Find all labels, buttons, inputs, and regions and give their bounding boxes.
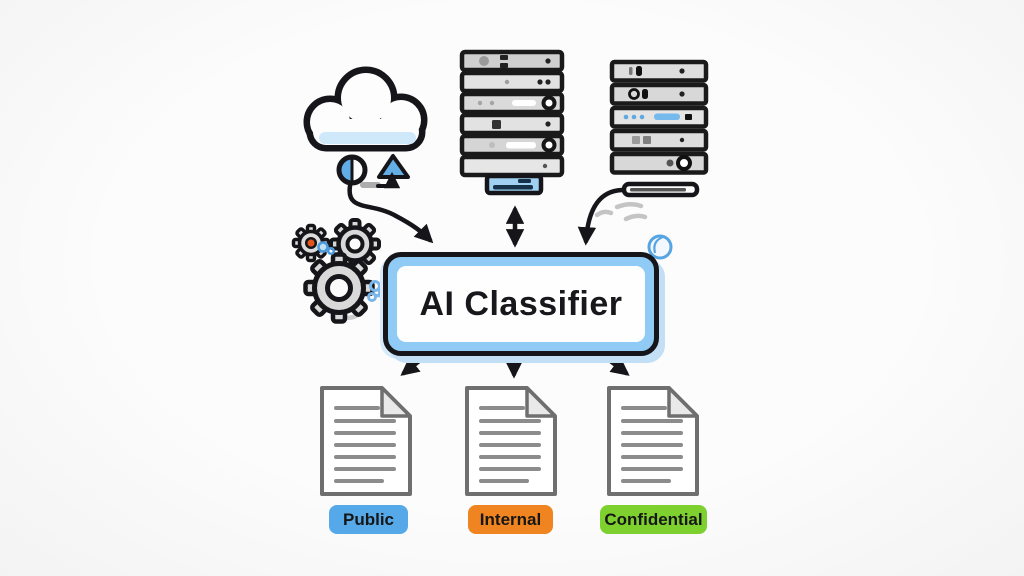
upload-arrow-icon: [376, 154, 410, 189]
document-internal-icon: [465, 386, 557, 496]
public-badge: Public: [329, 505, 408, 534]
ai-classifier-box: AI Classifier: [383, 252, 659, 356]
document-confidential-icon: [607, 386, 699, 496]
internal-badge: Internal: [468, 505, 553, 534]
cloud-icon: [303, 66, 428, 152]
arrow-rack-to-classifier: [577, 187, 625, 246]
arrow-cloud-to-classifier: [347, 183, 434, 244]
upload-plug-icon: [336, 154, 381, 188]
ai-classifier-label: AI Classifier: [397, 266, 645, 342]
leaf-doodle-icon: [647, 234, 673, 260]
confidential-badge: Confidential: [600, 505, 707, 534]
document-public-icon: [320, 386, 412, 496]
gears-icon: [291, 218, 381, 324]
server-rack-right-icon: [609, 59, 709, 198]
server-rack-center-icon: [459, 49, 565, 196]
